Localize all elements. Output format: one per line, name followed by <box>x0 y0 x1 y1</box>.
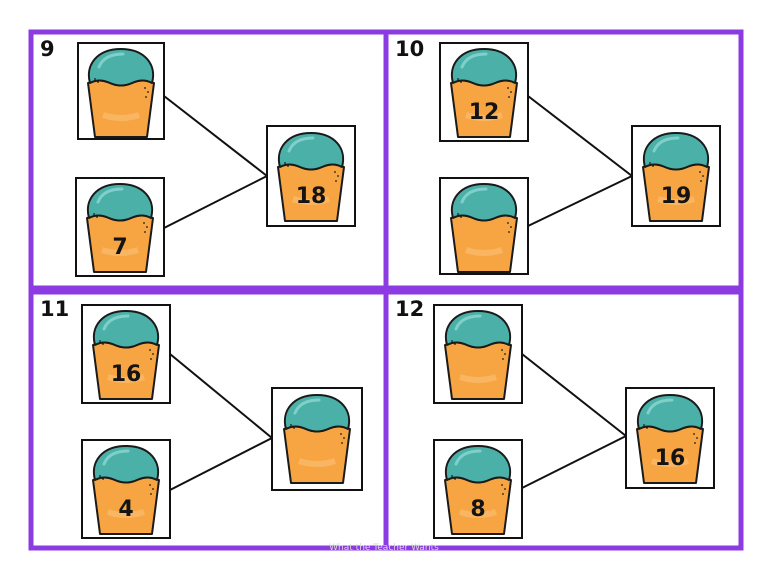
connector-line <box>521 353 627 437</box>
connector-line <box>169 353 273 439</box>
cupcake-value: 19 <box>661 184 692 209</box>
card-number: 9 <box>40 37 55 61</box>
cupcake-part-bottom[interactable] <box>439 177 529 275</box>
connector-line <box>169 437 273 491</box>
cupcake-value: 7 <box>112 235 127 260</box>
footer-credit: What the Teacher Wants <box>329 543 439 553</box>
cupcake-whole[interactable]: 19 <box>631 125 721 227</box>
cupcake-value: 4 <box>118 497 133 522</box>
card-number: 12 <box>395 297 424 321</box>
cupcake-whole[interactable] <box>271 387 363 491</box>
cupcake-icon <box>445 311 511 399</box>
cupcake-icon <box>451 184 517 272</box>
connector-line <box>163 95 268 177</box>
cupcake-icon <box>284 395 350 483</box>
cupcake-whole[interactable]: 18 <box>266 125 356 227</box>
cupcake-part-top[interactable] <box>433 304 523 404</box>
cupcake-icon <box>88 49 154 137</box>
cupcake-value: 12 <box>469 100 500 125</box>
cupcake-value: 16 <box>111 362 142 387</box>
cupcake-part-bottom[interactable]: 7 <box>75 177 165 277</box>
card-number: 11 <box>40 297 69 321</box>
cupcake-part-top[interactable]: 16 <box>81 304 171 404</box>
connector-line <box>527 175 633 227</box>
cupcake-part-bottom[interactable]: 4 <box>81 439 171 539</box>
connector-line <box>527 95 633 177</box>
task-card-10: 10 12 19 <box>383 29 744 291</box>
cupcake-part-top[interactable] <box>77 42 165 140</box>
task-card-11: 11 16 4 <box>28 289 389 551</box>
card-number: 10 <box>395 37 424 61</box>
connector-line <box>163 175 268 229</box>
cupcake-value: 8 <box>470 497 485 522</box>
cupcake-value: 16 <box>655 446 686 471</box>
task-card-12: 12 8 16 <box>383 289 744 551</box>
cupcake-part-top[interactable]: 12 <box>439 42 529 142</box>
connector-line <box>521 435 627 489</box>
cupcake-value: 18 <box>296 184 327 209</box>
task-card-9: 9 7 18 <box>28 29 389 291</box>
cupcake-whole[interactable]: 16 <box>625 387 715 489</box>
cupcake-part-bottom[interactable]: 8 <box>433 439 523 539</box>
